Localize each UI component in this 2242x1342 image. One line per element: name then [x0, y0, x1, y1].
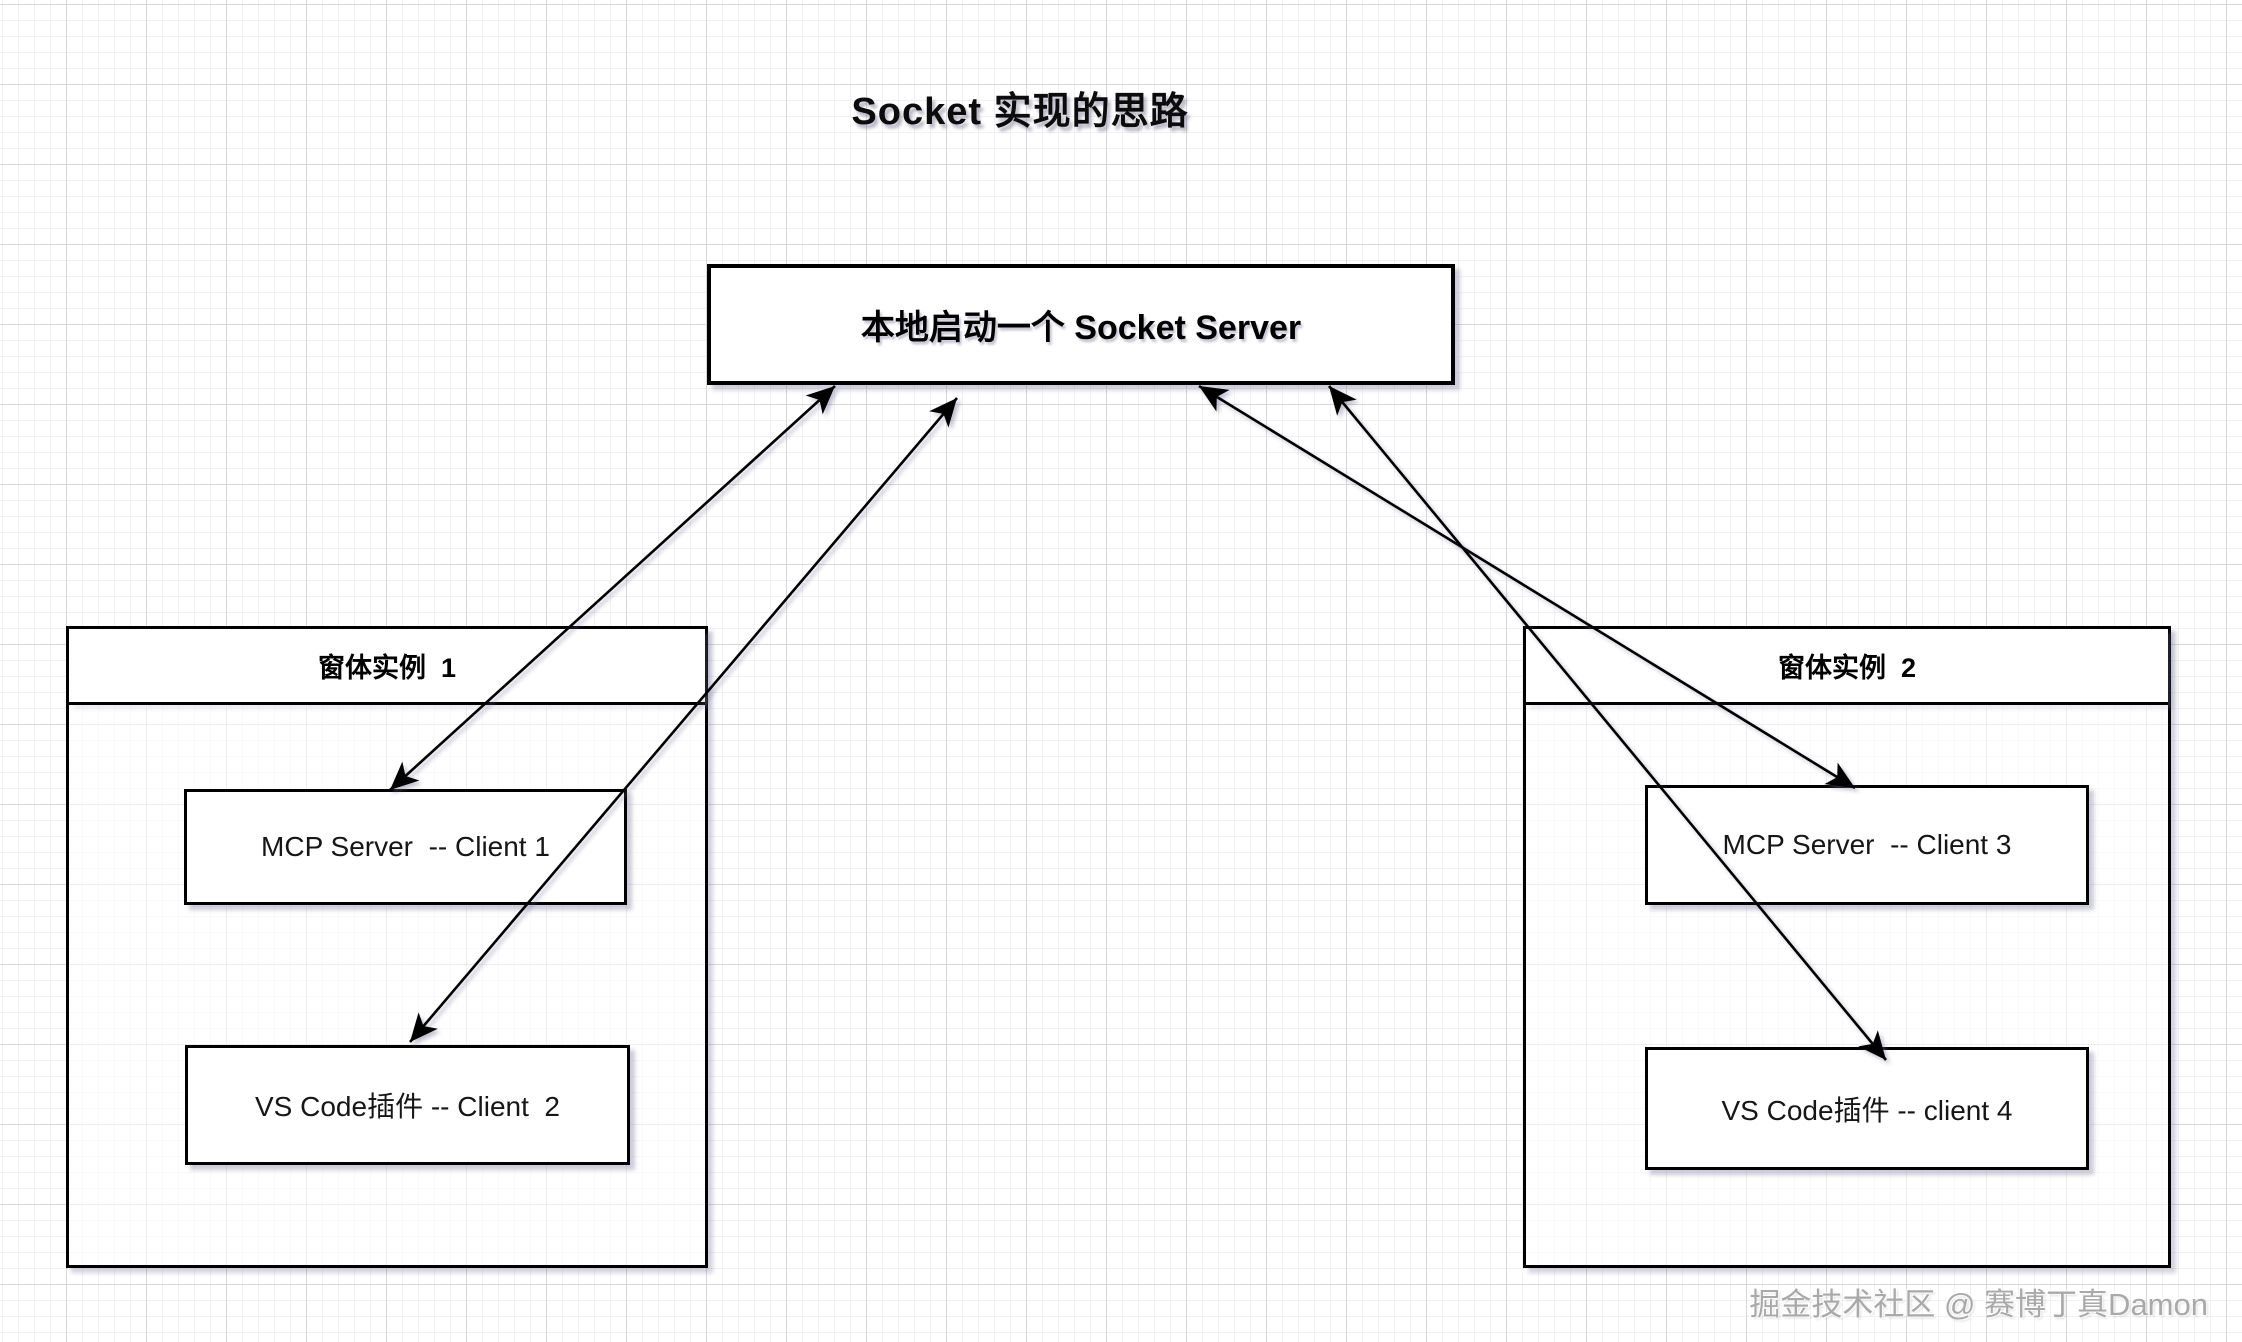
watermark-text: 掘金技术社区 @ 赛博丁真Damon — [1749, 1287, 2208, 1322]
window-instance-2-container: 窗体实例 2 — [1523, 626, 2171, 1268]
node-vscode-plugin-client-2-label: VS Code插件 -- Client 2 — [255, 1091, 560, 1122]
window-instance-1-header: 窗体实例 1 — [69, 629, 705, 705]
window-instance-1-container: 窗体实例 1 — [66, 626, 708, 1268]
node-vscode-plugin-client-4: VS Code插件 -- client 4 — [1645, 1047, 2089, 1170]
node-vscode-plugin-client-2: VS Code插件 -- Client 2 — [185, 1045, 630, 1165]
node-mcp-server-client-1: MCP Server -- Client 1 — [184, 789, 627, 905]
node-vscode-plugin-client-4-label: VS Code插件 -- client 4 — [1721, 1094, 2013, 1126]
node-mcp-server-client-3-label: MCP Server -- Client 3 — [1722, 829, 2012, 860]
window-instance-2-header: 窗体实例 2 — [1526, 629, 2168, 705]
node-mcp-server-client-1-label: MCP Server -- Client 1 — [261, 831, 550, 862]
diagram-title: Socket 实现的思路 — [851, 91, 1189, 133]
node-mcp-server-client-3: MCP Server -- Client 3 — [1645, 785, 2089, 905]
socket-server-label: 本地启动一个 Socket Server — [860, 309, 1302, 347]
socket-server-node: 本地启动一个 Socket Server — [707, 264, 1455, 385]
